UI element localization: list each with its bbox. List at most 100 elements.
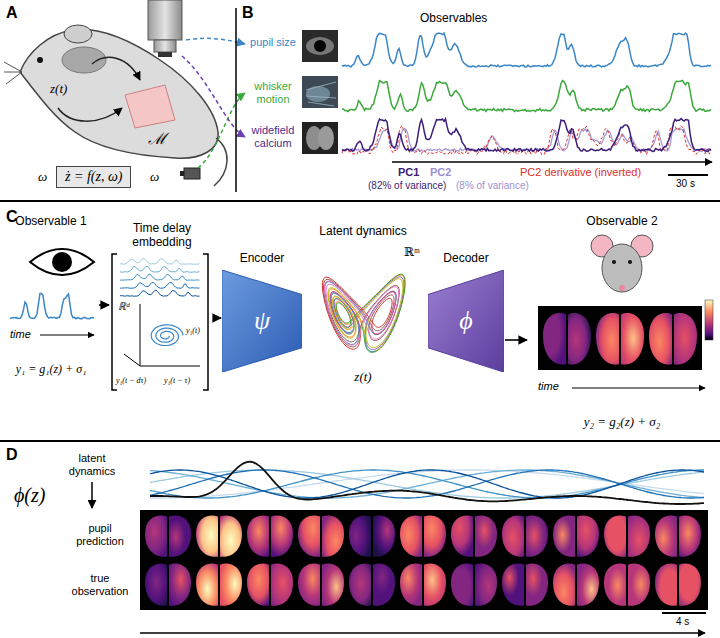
pupil-trace: [342, 33, 711, 67]
brain-hemisphere: [577, 515, 599, 556]
scale-bar: [668, 174, 708, 176]
math-label: ℳ: [148, 130, 166, 148]
trajectory: [92, 57, 140, 80]
encoder-trapezoid: Encoderψ: [222, 252, 302, 372]
mouse-ear: [64, 25, 92, 43]
time-axis: [140, 632, 705, 633]
delay-trace: [120, 274, 200, 280]
pupil-image: [302, 30, 338, 62]
brain-hemisphere: [502, 515, 524, 556]
equation-box: ż = f(z, ω): [56, 166, 131, 188]
delay-trace: [120, 283, 200, 289]
brain-hemisphere: [628, 563, 650, 605]
trapezoid-shape: ψ: [222, 270, 302, 372]
observable-group: Observable 1y₁ = g₁(z) + σ₁: [4, 215, 98, 377]
panel-letter: A: [6, 4, 18, 22]
node-heading: Observable 2: [586, 215, 657, 229]
brain-hemisphere: [373, 563, 395, 605]
mouse-eye: [628, 260, 632, 264]
calcium-images: [145, 515, 701, 605]
brain-hemisphere: [502, 563, 524, 605]
node-text: ϕ: [459, 306, 472, 336]
scale-bar: [662, 612, 706, 614]
camera: [184, 168, 200, 179]
brain-hemisphere: [400, 515, 422, 556]
brain-hemisphere: [298, 563, 320, 605]
brain-hemisphere: [679, 515, 701, 556]
latent-curves: [150, 462, 704, 504]
delay-traces: [120, 258, 200, 296]
brain-hemisphere: [475, 515, 497, 556]
brain-hemisphere: [543, 313, 566, 365]
node-text: y₁ = g₁(z) + σ₁: [16, 363, 87, 377]
mouse-body: [20, 29, 218, 158]
brain-hemisphere: [373, 515, 395, 556]
separator: [235, 8, 237, 192]
axis-label: time: [10, 328, 31, 341]
brain-hemisphere: [196, 515, 218, 556]
mouse-eye: [612, 260, 616, 264]
delay-trace: [120, 266, 200, 272]
separator: [0, 200, 720, 202]
eye-icon: [52, 252, 72, 272]
signal-name: pupil size: [248, 36, 298, 49]
math-label: ω: [150, 170, 159, 185]
brain-hemisphere: [145, 515, 167, 556]
brain-hemisphere: [451, 563, 473, 605]
trapezoid-fill: [428, 270, 504, 372]
microscope: [154, 40, 176, 52]
trapezoid-shape: ϕ: [428, 270, 504, 372]
camera-lens: [180, 171, 184, 176]
node-heading: ż = f(z, ω): [65, 169, 122, 185]
brain-hemisphere: [220, 563, 242, 605]
time-axis: [392, 161, 712, 162]
widefield-image: [302, 122, 338, 154]
math-label: ℝᵐ: [404, 246, 420, 260]
brain-hemisphere: [322, 515, 344, 556]
brain-hemisphere: [298, 515, 320, 556]
row-label: pupil prediction: [66, 522, 134, 547]
brain-hemisphere: [604, 563, 626, 605]
whisker-trace: [342, 81, 711, 112]
flow-arrow: [215, 317, 221, 319]
brain-hemisphere: [604, 515, 626, 556]
brain-hemisphere: [400, 563, 422, 605]
brain-hemisphere: [247, 563, 269, 605]
brain-hemisphere: [655, 563, 677, 605]
colorbar: [705, 300, 713, 340]
pupil-trace: [10, 294, 94, 319]
brain-hemisphere: [596, 313, 619, 365]
node-text: z(t): [354, 370, 371, 385]
eye-icon: [30, 249, 94, 275]
brain-hemisphere: [145, 563, 167, 605]
brain-hemisphere: [674, 313, 697, 365]
row-label: latent dynamics: [58, 452, 126, 477]
brain-hemisphere: [649, 313, 672, 365]
flow-arrow: [99, 304, 109, 306]
time-arrow: [572, 387, 705, 388]
attractor-segment: [328, 279, 403, 348]
brain-hemisphere: [577, 563, 599, 605]
bracket: [112, 254, 117, 390]
microscope-lens: [158, 52, 172, 57]
whiskers: [4, 62, 22, 84]
axis-label: y₁(t − τ): [164, 376, 190, 385]
brain-hemisphere: [424, 515, 446, 556]
math-label: ℝᵈ: [118, 300, 129, 313]
brain-hemisphere: [621, 313, 644, 365]
variance-note: (8% of variance): [456, 180, 529, 192]
manifold: [125, 85, 175, 128]
brain-hemisphere: [628, 515, 650, 556]
axis-label: y₁(t): [186, 326, 200, 335]
brain-hemisphere: [196, 563, 218, 605]
plot-axes: [124, 304, 200, 366]
image-band: [538, 306, 702, 370]
latent-curve: [150, 462, 704, 504]
pupil-image: [314, 40, 326, 52]
brain-hemisphere: [526, 515, 548, 556]
whisker-image: [302, 76, 338, 108]
brain-hemisphere: [349, 563, 371, 605]
brain-hemisphere: [475, 563, 497, 605]
bracket: [203, 254, 208, 390]
